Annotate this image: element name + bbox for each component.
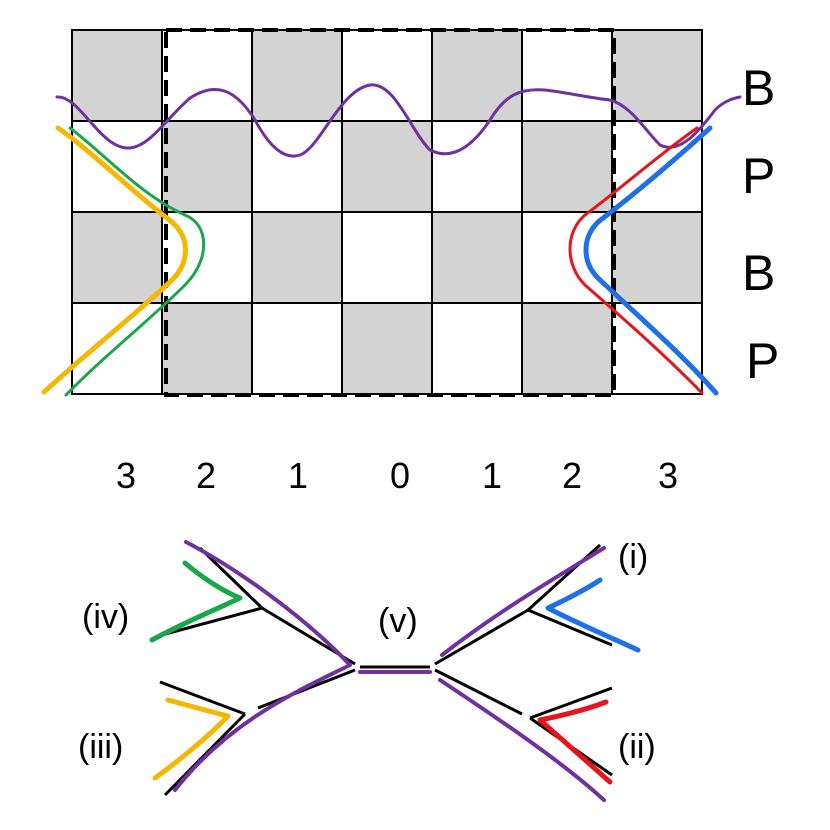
- row-label-1: B: [742, 60, 775, 116]
- column-label-3: 1: [288, 455, 308, 496]
- grid-cell: [251, 211, 343, 304]
- grid-cell: [341, 29, 433, 122]
- tree-red-trace: [537, 699, 613, 785]
- column-label-6: 2: [562, 455, 582, 496]
- column-label-7: 3: [658, 455, 678, 496]
- column-label-1: 3: [116, 455, 136, 496]
- branch-label-iii: (iii): [78, 728, 123, 766]
- tree-purple-trace: [173, 540, 606, 802]
- branch-label-i: (i): [618, 538, 648, 576]
- grid-cell: [431, 302, 523, 395]
- grid-cell: [71, 29, 163, 122]
- grid-cell: [71, 211, 163, 304]
- tree-blue-trace: [545, 577, 641, 653]
- branch-label-ii: (ii): [618, 728, 656, 766]
- grid-cell: [251, 120, 343, 213]
- purple-wave-trace: [55, 83, 742, 158]
- red-right-trace: [568, 126, 704, 395]
- grid-cell: [341, 302, 433, 395]
- yellow-left-trace: [41, 125, 188, 395]
- column-label-5: 1: [482, 455, 502, 496]
- grid-cell: [521, 120, 613, 213]
- grid-cell: [161, 29, 253, 122]
- row-label-4: P: [746, 333, 779, 389]
- tree-structure: [157, 543, 613, 797]
- checkerboard-grid: [71, 29, 703, 395]
- grid-cell: [521, 29, 613, 122]
- row-label-2: P: [742, 148, 775, 204]
- grid-cell: [251, 302, 343, 395]
- grid-cell: [161, 120, 253, 213]
- grid-cell: [521, 302, 613, 395]
- grid-cell: [611, 211, 703, 304]
- grid-cell: [521, 211, 613, 304]
- grid-cell: [431, 29, 523, 122]
- blue-right-trace: [583, 125, 719, 396]
- grid-cell: [161, 302, 253, 395]
- grid-cell: [341, 211, 433, 304]
- green-left-trace: [64, 126, 206, 397]
- grid-cell: [251, 29, 343, 122]
- grid-cell: [431, 211, 523, 304]
- grid-cell: [71, 302, 163, 395]
- tree-green-trace: [149, 560, 243, 643]
- column-label-4: 0: [390, 455, 410, 496]
- grid-cell: [71, 120, 163, 213]
- branch-label-iv: (iv): [82, 598, 129, 636]
- tree-yellow-trace: [152, 697, 231, 781]
- column-label-2: 2: [196, 455, 216, 496]
- row-label-3: B: [742, 245, 775, 301]
- branch-label-v: (v): [378, 602, 418, 640]
